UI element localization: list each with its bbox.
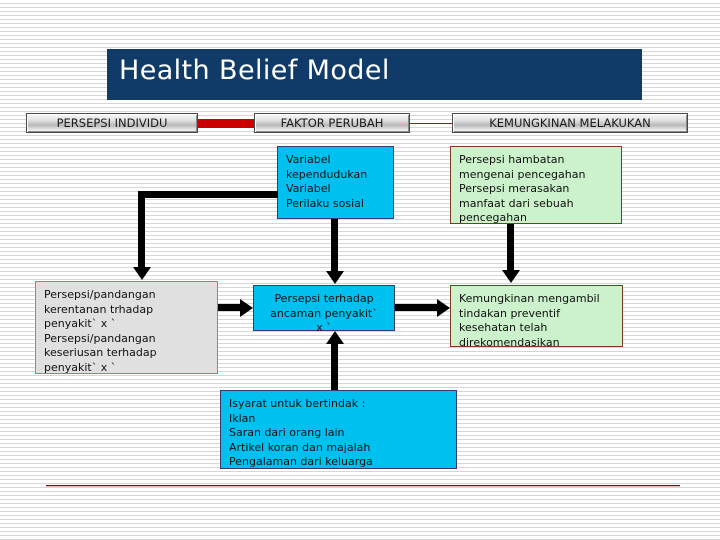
- footer-divider: [46, 485, 680, 487]
- column-header-faktor-perubah: FAKTOR PERUBAH: [254, 113, 410, 133]
- arrow-ancaman-to-kemungkinan: [395, 304, 437, 311]
- arrowhead-down-icon: [132, 267, 151, 280]
- thin-connector-line: [410, 123, 453, 124]
- arrow-kerentanan-to-ancaman: [218, 304, 242, 311]
- node-persepsi-ancaman: Persepsi terhadap ancaman penyakit` x `: [253, 285, 395, 334]
- page-title: Health Belief Model: [119, 55, 390, 86]
- arrow-variabel-to-kerentanan-horizontal: [138, 191, 278, 198]
- title-banner: Health Belief Model: [107, 49, 642, 100]
- arrowhead-right-icon: [437, 298, 450, 317]
- node-kemungkinan-tindakan: Kemungkinan mengambil tindakan preventif…: [450, 285, 623, 349]
- arrow-isyarat-to-ancaman: [331, 343, 338, 390]
- arrow-variabel-to-ancaman: [331, 219, 338, 273]
- node-variabel-kependudukan: Variabel kependudukan Variabel Perilaku …: [277, 146, 394, 219]
- column-header-persepsi-individu: PERSEPSI INDIVIDU: [26, 113, 198, 133]
- node-persepsi-hambatan: Persepsi hambatan mengenai pencegahan Pe…: [450, 146, 622, 224]
- node-isyarat-bertindak: Isyarat untuk bertindak : Iklan Saran da…: [220, 390, 457, 469]
- arrowhead-down-icon: [325, 271, 344, 284]
- arrow-variabel-to-kerentanan-vertical: [138, 191, 145, 269]
- column-header-kemungkinan-melakukan: KEMUNGKINAN MELAKUKAN: [452, 113, 688, 133]
- arrowhead-down-icon: [501, 270, 520, 283]
- arrowhead-up-icon: [325, 331, 344, 344]
- red-connector-bar: [198, 119, 255, 128]
- node-persepsi-kerentanan: Persepsi/pandangan kerentanan trhadap pe…: [35, 281, 218, 374]
- arrowhead-right-icon: [240, 298, 253, 317]
- arrow-hambatan-to-kemungkinan: [507, 224, 514, 272]
